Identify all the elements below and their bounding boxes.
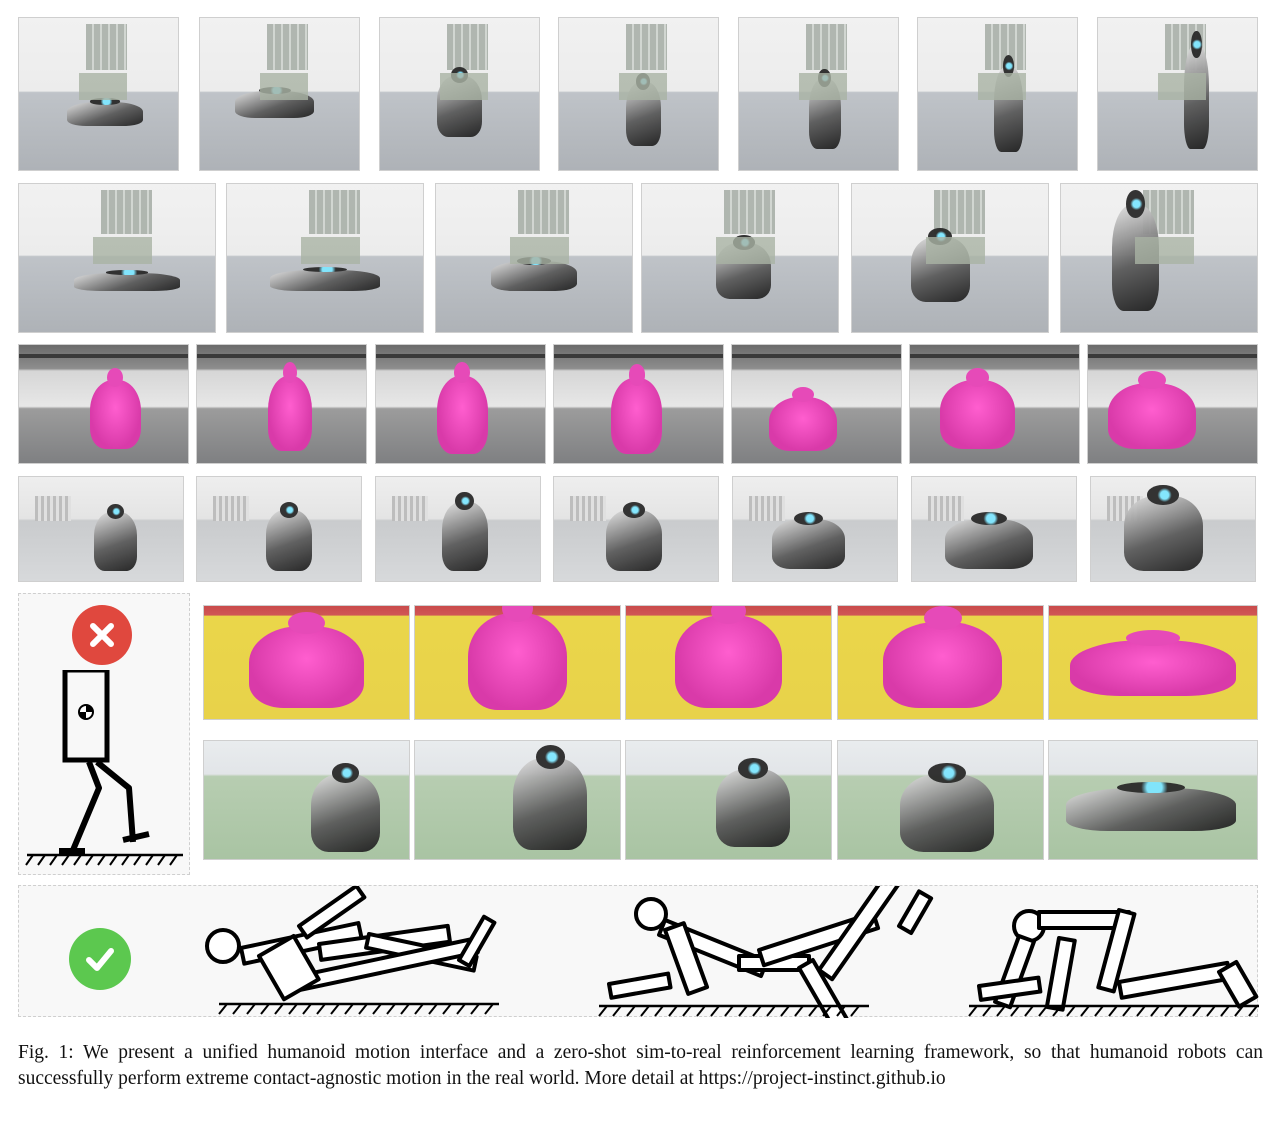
row-5-frame-3 [625,605,832,720]
row-5-frame-4 [837,605,1044,720]
row-3-frame-7 [1087,344,1258,464]
upright-stick-figure [25,670,183,866]
row-4-frame-6 [911,476,1077,582]
row-3-frame-3 [375,344,546,464]
row-5-frame-1 [203,605,410,720]
row-3-frame-2 [196,344,367,464]
row-1-frame-7 [1097,17,1258,171]
row-1-frame-4 [558,17,719,171]
row-2-frame-4 [641,183,839,333]
row-3-frame-6 [909,344,1080,464]
stick-figure-prone [205,886,499,1015]
row-4-frame-4 [553,476,719,582]
row-6-frame-3 [625,740,832,860]
row-2-frame-5 [851,183,1049,333]
row-4-frame-2 [196,476,362,582]
row-3-frame-4 [553,344,724,464]
row-6-frame-1 [203,740,410,860]
row-1-frame-6 [917,17,1078,171]
row-2-frame-1 [18,183,216,333]
success-panel [18,885,1259,1018]
row-4-frame-5 [732,476,898,582]
row-4-frame-1 [18,476,184,582]
row-2-frame-6 [1060,183,1258,333]
failure-panel [18,593,190,875]
row-6-frame-2 [414,740,621,860]
row-4-frame-7 [1090,476,1256,582]
multi-contact-stick-figures [205,886,1259,1018]
row-1-frame-1 [18,17,179,171]
row-1-frame-2 [199,17,360,171]
row-3-frame-5 [731,344,902,464]
row-2-frame-3 [435,183,633,333]
row-6-frame-5 [1048,740,1258,860]
caption-label: Fig. 1: [18,1042,74,1063]
row-5-frame-2 [414,605,621,720]
row-6-frame-4 [837,740,1044,860]
figure-1 [18,17,1259,1018]
row-5-frame-5 [1048,605,1258,720]
row-2-frame-2 [226,183,424,333]
figure-caption: Fig. 1: We present a unified humanoid mo… [18,1040,1263,1092]
row-4-frame-3 [375,476,541,582]
stick-figure-crawl [598,886,934,1018]
stick-figure-kneel [968,908,1259,1017]
row-3-frame-1 [18,344,189,464]
check-icon [69,928,131,990]
caption-text: We present a unified humanoid motion int… [18,1042,1263,1089]
x-icon [72,605,132,665]
row-1-frame-3 [379,17,540,171]
row-1-frame-5 [738,17,899,171]
